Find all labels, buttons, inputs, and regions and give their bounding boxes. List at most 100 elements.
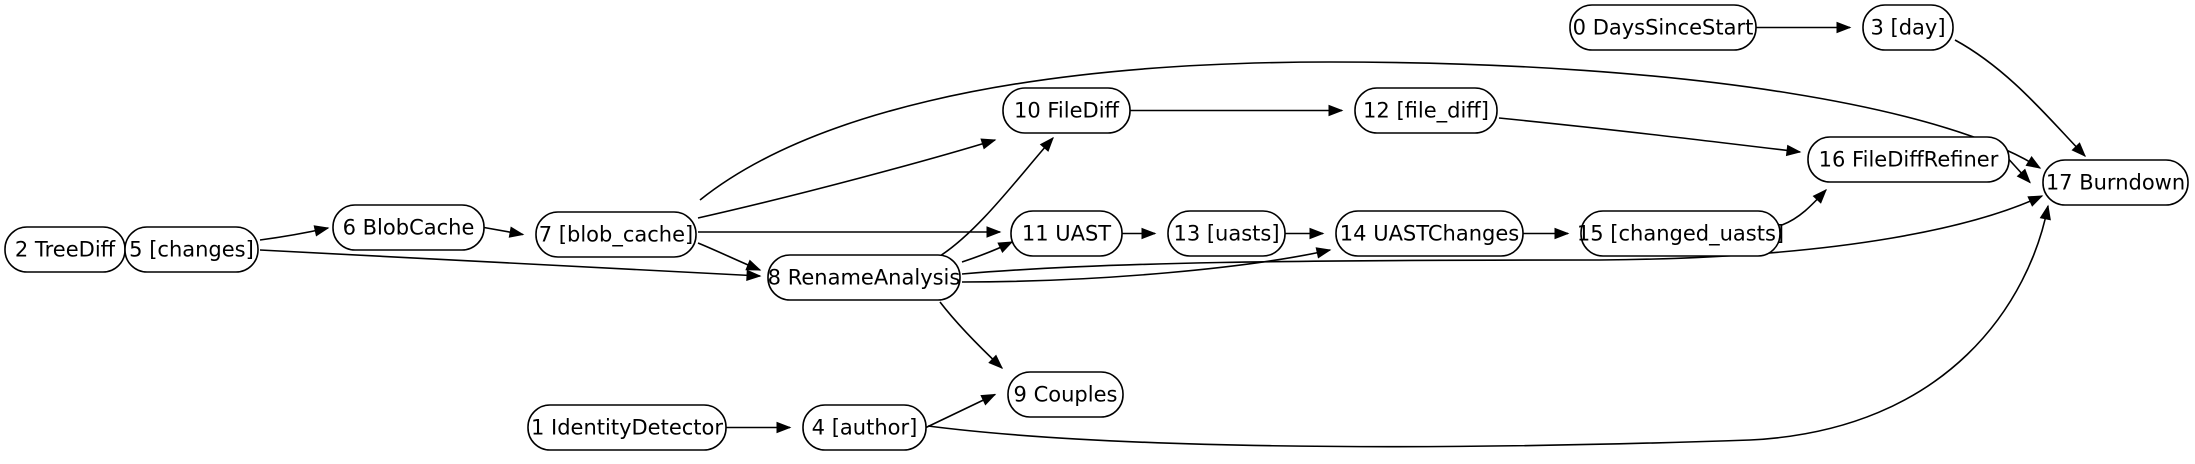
graph-edge-7-to-11 xyxy=(697,226,1002,238)
node-shape-1 xyxy=(527,404,727,451)
graph-edge-7-to-10 xyxy=(697,138,997,219)
node-label-3: 3 [day] xyxy=(1870,16,1945,40)
node-label-2: 2 TreeDiff xyxy=(15,238,116,262)
graph-node-14[interactable]: 14 UASTChanges xyxy=(1335,210,1524,257)
graph-node-7[interactable]: 7 [blob_cache] xyxy=(535,211,697,258)
node-label-0: 0 DaysSinceStart xyxy=(1573,16,1754,40)
node-label-16: 16 FileDiffRefiner xyxy=(1819,148,1999,172)
node-label-6: 6 BlobCache xyxy=(343,216,475,240)
node-shape-6 xyxy=(332,204,485,251)
edge-line-7-17 xyxy=(699,61,2041,201)
arrowhead-0-3 xyxy=(1836,21,1852,34)
edge-line-4-17 xyxy=(927,205,2049,448)
node-shape-10 xyxy=(1002,87,1131,134)
edge-line-3-17 xyxy=(1954,39,2086,157)
node-label-15: 15 [changed_uasts] xyxy=(1577,222,1784,247)
node-shape-0 xyxy=(1569,4,1757,51)
arrowhead-5-8 xyxy=(746,269,762,282)
graph-node-2[interactable]: 2 TreeDiff xyxy=(4,226,126,273)
node-shape-9 xyxy=(1007,371,1124,418)
node-label-8: 8 RenameAnalysis xyxy=(768,266,961,290)
arrowhead-16-17 xyxy=(2016,168,2031,184)
arrowhead-1-4 xyxy=(776,421,792,434)
graph-node-10[interactable]: 10 FileDiff xyxy=(1002,87,1131,134)
graph-edge-12-to-16 xyxy=(1498,117,1802,157)
arrowhead-10-12 xyxy=(1328,104,1344,117)
arrowhead-12-16 xyxy=(1785,144,1802,157)
node-shape-5 xyxy=(124,226,259,273)
graph-edge-16-to-17 xyxy=(2008,158,2031,184)
node-shape-3 xyxy=(1862,4,1954,51)
graph-node-5[interactable]: 5 [changes] xyxy=(124,226,259,273)
graph-node-1[interactable]: 1 IdentityDetector xyxy=(527,404,727,451)
graph-node-11[interactable]: 11 UAST xyxy=(1010,210,1123,257)
node-shape-13 xyxy=(1167,210,1286,257)
graph-node-12[interactable]: 12 [file_diff] xyxy=(1354,87,1498,134)
node-shape-12 xyxy=(1354,87,1498,134)
graph-edge-4-to-9 xyxy=(925,393,997,429)
graph-edge-8-to-10 xyxy=(939,136,1054,257)
edge-line-8-17 xyxy=(961,195,2043,275)
edge-layer xyxy=(110,21,2086,448)
arrowhead-7-11 xyxy=(986,226,1002,238)
arrowhead-8-9 xyxy=(988,354,1004,369)
arrowhead-5-6 xyxy=(313,225,330,237)
graph-edge-3-to-17 xyxy=(1954,39,2086,158)
arrowhead-8-11 xyxy=(997,241,1014,253)
node-shape-8 xyxy=(767,254,961,301)
graph-edge-10-to-12 xyxy=(1130,104,1344,117)
graph-edge-8-to-9 xyxy=(939,301,1004,369)
graph-node-6[interactable]: 6 BlobCache xyxy=(332,204,485,251)
arrowhead-8-17 xyxy=(2027,195,2044,207)
graph-edge-13-to-14 xyxy=(1285,227,1325,240)
node-label-10: 10 FileDiff xyxy=(1014,99,1120,123)
graph-node-4[interactable]: 4 [author] xyxy=(802,404,927,451)
graph-node-17[interactable]: 17 Burndown xyxy=(2042,159,2189,206)
graph-node-15[interactable]: 15 [changed_uasts] xyxy=(1577,210,1784,257)
arrowhead-7-10 xyxy=(980,138,997,150)
graph-node-9[interactable]: 9 Couples xyxy=(1007,371,1124,418)
graph-node-8[interactable]: 8 RenameAnalysis xyxy=(767,254,961,301)
edge-line-8-14 xyxy=(961,249,1331,283)
arrowhead-7-8 xyxy=(745,259,762,271)
node-shape-17 xyxy=(2042,159,2189,206)
node-label-1: 1 IdentityDetector xyxy=(531,416,723,440)
node-label-5: 5 [changes] xyxy=(129,238,254,262)
node-label-9: 9 Couples xyxy=(1014,383,1118,407)
node-layer: 0 DaysSinceStart 3 [day] 10 FileDiff 12 [fi… xyxy=(4,4,2189,451)
node-label-12: 12 [file_diff] xyxy=(1363,99,1489,124)
graph-edge-7-to-17 xyxy=(699,61,2042,201)
node-label-14: 14 UASTChanges xyxy=(1340,222,1519,246)
graph-edge-6-to-7 xyxy=(483,226,525,238)
graph-edge-5-to-6 xyxy=(259,225,330,241)
graph-edge-5-to-8 xyxy=(259,249,762,282)
node-shape-7 xyxy=(535,211,697,258)
graph-edge-11-to-13 xyxy=(1122,227,1157,240)
graph-edge-1-to-4 xyxy=(726,421,792,434)
arrowhead-14-15 xyxy=(1554,227,1570,240)
graph-node-16[interactable]: 16 FileDiffRefiner xyxy=(1807,136,2010,183)
graph-edge-15-to-16 xyxy=(1781,188,1827,226)
arrowhead-8-14 xyxy=(1315,247,1332,259)
node-label-7: 7 [blob_cache] xyxy=(539,223,693,248)
graph-node-0[interactable]: 0 DaysSinceStart xyxy=(1569,4,1757,51)
graph-edge-8-to-17 xyxy=(961,195,2044,275)
arrowhead-6-7 xyxy=(508,226,525,238)
arrowhead-4-17 xyxy=(2039,204,2051,221)
edge-line-8-9 xyxy=(939,301,1003,369)
arrowhead-7-17 xyxy=(2025,156,2042,169)
graph-node-3[interactable]: 3 [day] xyxy=(1862,4,1954,51)
node-label-17: 17 Burndown xyxy=(2046,171,2185,195)
arrowhead-15-16 xyxy=(1812,188,1827,204)
graph-edge-4-to-17 xyxy=(927,204,2051,448)
graph-edge-14-to-15 xyxy=(1523,227,1570,240)
arrowhead-4-9 xyxy=(980,393,997,406)
node-label-13: 13 [uasts] xyxy=(1173,222,1279,246)
graph-edge-8-to-11 xyxy=(961,241,1014,263)
edge-line-5-8 xyxy=(259,249,761,277)
edge-line-7-10 xyxy=(697,139,996,219)
node-shape-4 xyxy=(802,404,927,451)
arrowhead-13-14 xyxy=(1309,227,1325,240)
graph-node-13[interactable]: 13 [uasts] xyxy=(1167,210,1286,257)
